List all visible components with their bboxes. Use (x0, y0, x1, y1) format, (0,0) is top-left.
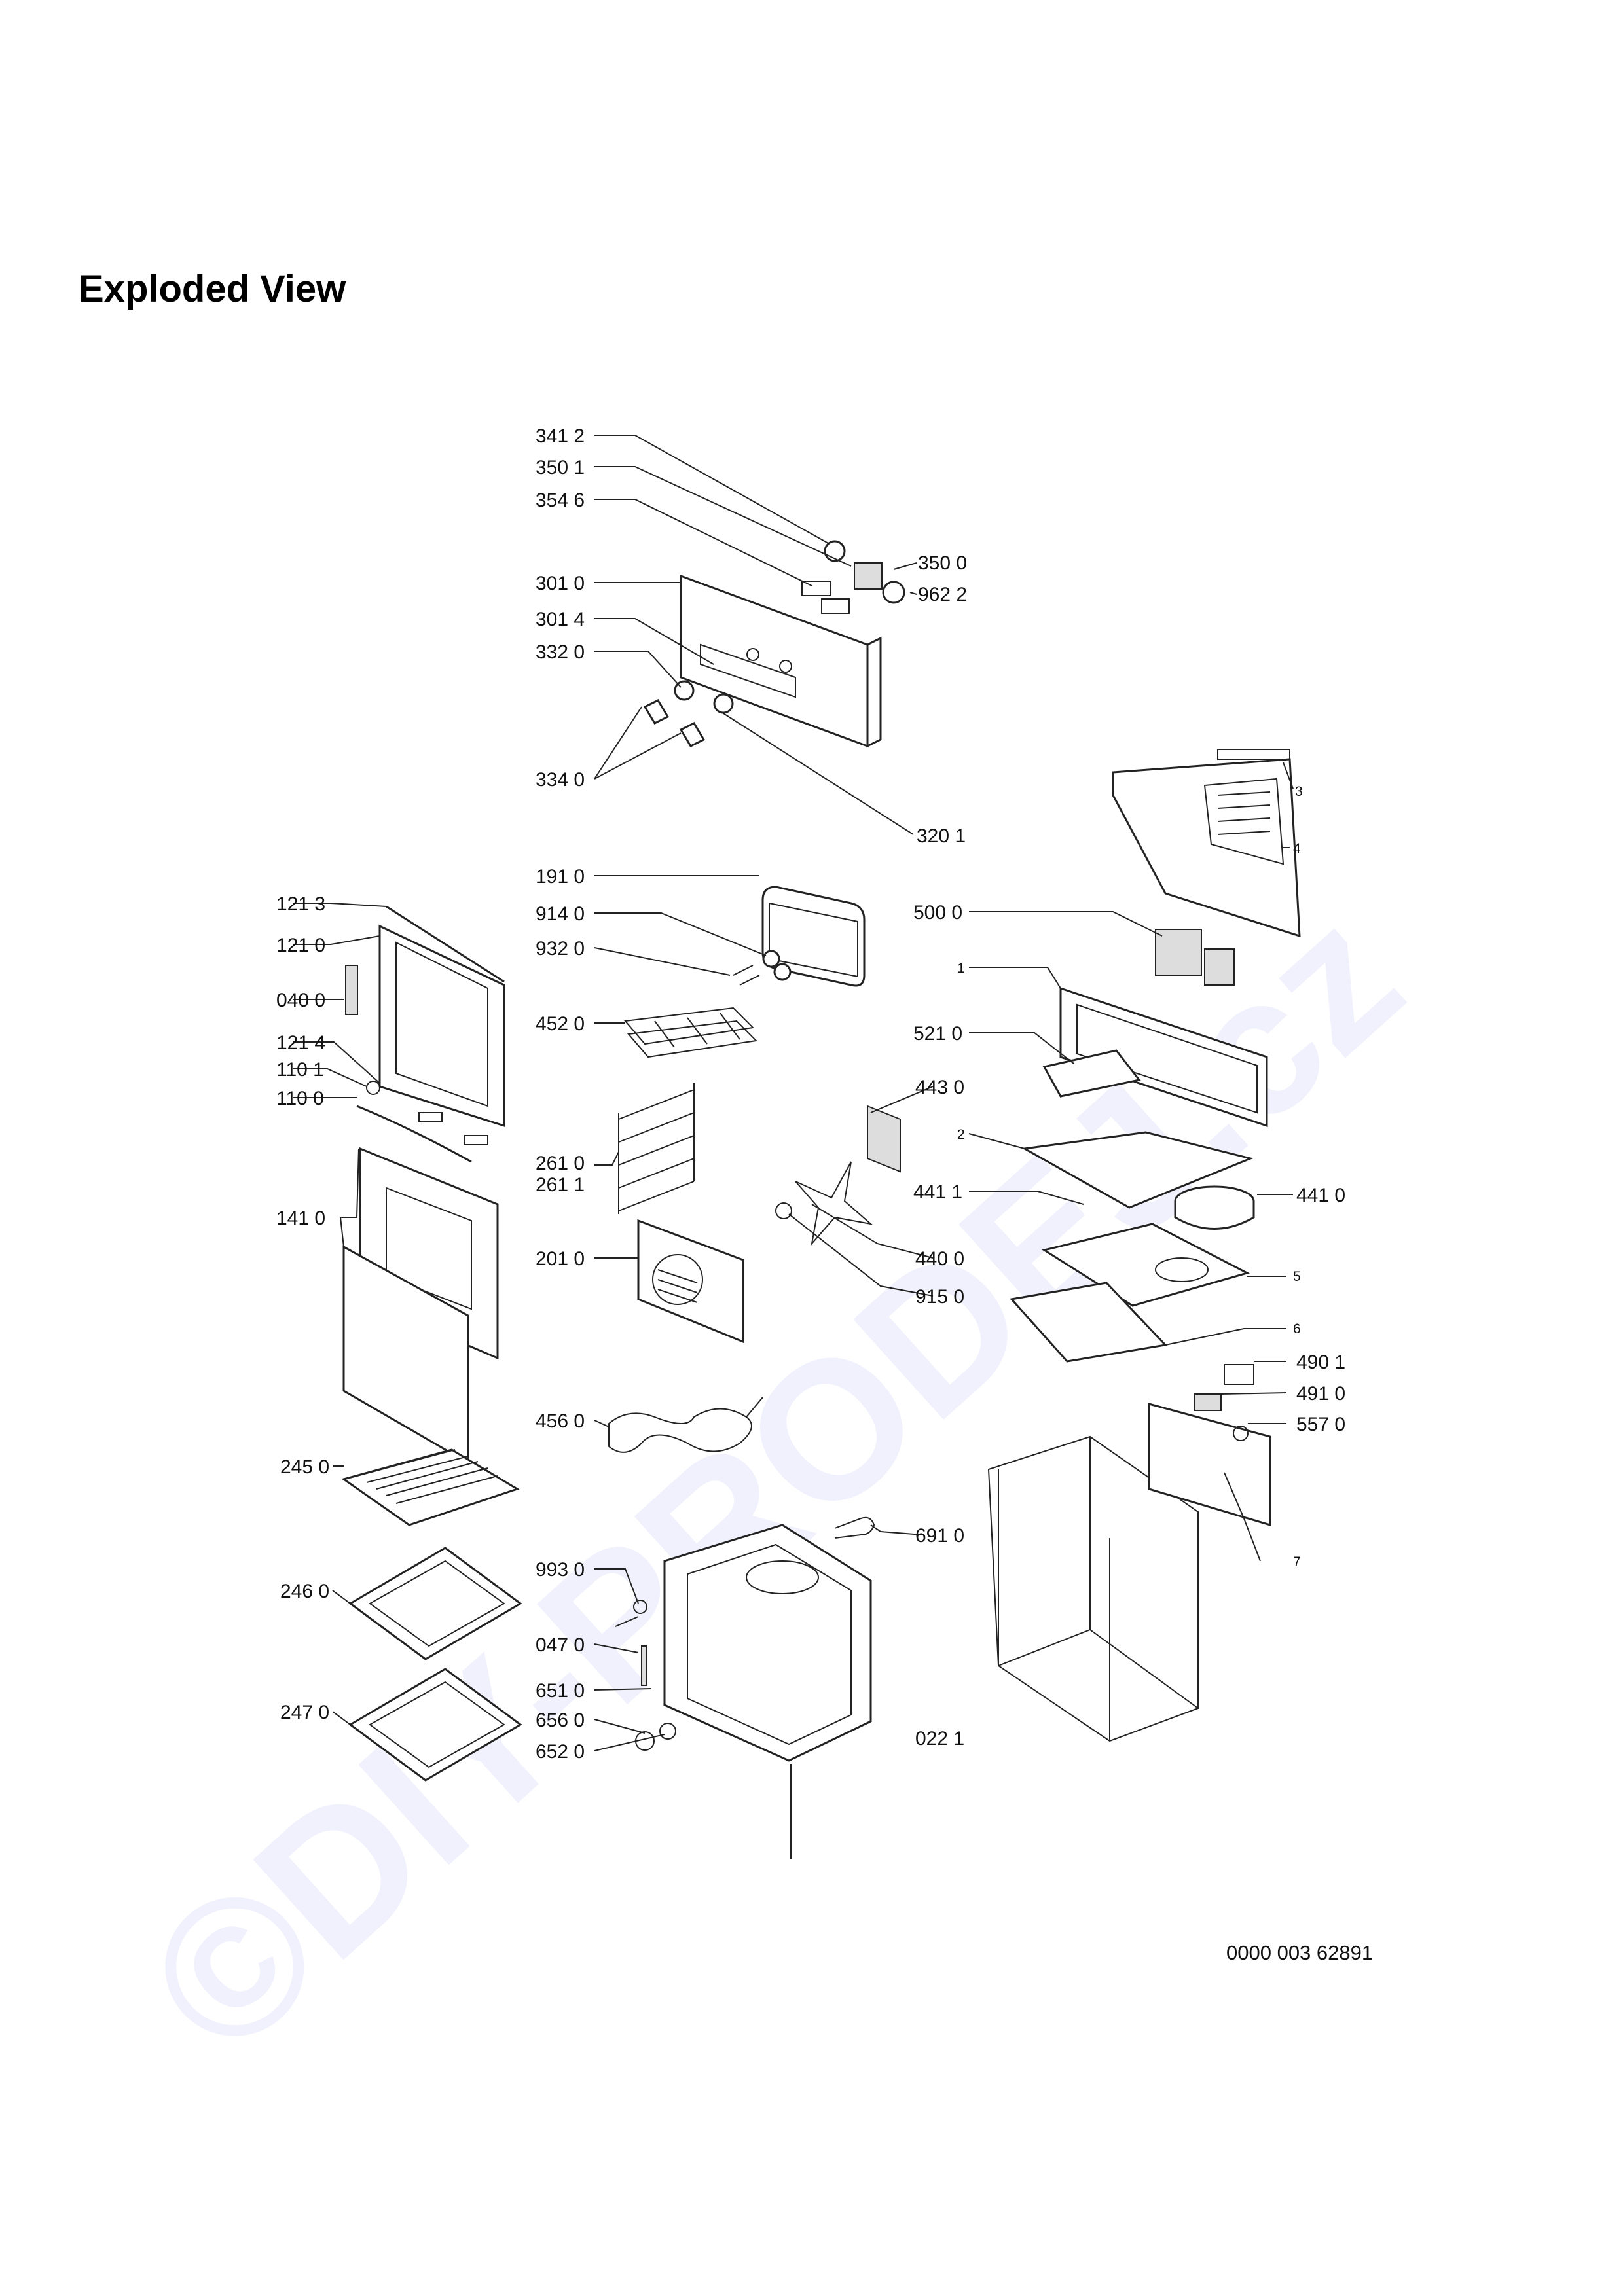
part-label: 962 2 (918, 584, 967, 605)
part-label: 932 0 (536, 938, 585, 960)
part-label: 191 0 (536, 866, 585, 888)
part-label: 121 4 (276, 1032, 325, 1054)
part-label: 441 1 (913, 1181, 962, 1203)
part-label: 915 0 (915, 1286, 964, 1308)
part-label: 443 0 (915, 1077, 964, 1098)
part-label: 110 1 (276, 1059, 324, 1081)
door-glass (342, 1147, 499, 1465)
part-label: 245 0 (280, 1456, 329, 1478)
part-labels: 341 2 350 1 354 6 350 0 962 2 301 0 301 … (276, 425, 1345, 1763)
part-label: 557 0 (1296, 1414, 1345, 1435)
part-label: 110 0 (276, 1088, 324, 1109)
part-label: 022 1 (915, 1728, 964, 1749)
part-label: 441 0 (1296, 1185, 1345, 1206)
document-number: 0000 003 62891 (1226, 1941, 1374, 1964)
part-label: 350 1 (536, 457, 585, 478)
part-label: 651 0 (536, 1680, 585, 1702)
part-label: 914 0 (536, 903, 585, 925)
oven-cavity (663, 1524, 872, 1859)
part-label: 440 0 (915, 1248, 964, 1270)
part-label: 247 0 (280, 1702, 329, 1723)
part-label: 261 0 (536, 1153, 585, 1174)
part-label: 3 (1295, 784, 1303, 799)
part-label: 691 0 (915, 1525, 964, 1547)
side-grid (618, 1083, 695, 1214)
baking-tray (348, 1547, 522, 1660)
lamp-parts (733, 950, 792, 986)
part-label: 656 0 (536, 1710, 585, 1731)
part-label: 500 0 (913, 902, 962, 924)
part-label: 5 (1293, 1269, 1301, 1284)
part-label: 1 (957, 961, 965, 976)
air-duct (1021, 1131, 1255, 1230)
shelf-rack (624, 1007, 758, 1058)
control-panel (680, 574, 882, 748)
part-label: 452 0 (536, 1013, 585, 1035)
rear-frame (1112, 749, 1301, 938)
base-plates (1010, 1223, 1250, 1363)
part-label: 491 0 (1296, 1383, 1345, 1405)
part-label: 301 4 (536, 609, 585, 630)
heating-element (608, 1397, 763, 1453)
part-label: 341 2 (536, 425, 585, 447)
part-label: 993 0 (536, 1559, 585, 1581)
fan-cover (637, 1219, 744, 1344)
part-label: 047 0 (536, 1634, 585, 1656)
part-label: 320 1 (917, 825, 966, 847)
part-label: 490 1 (1296, 1352, 1345, 1373)
deep-tray (348, 1668, 522, 1782)
housing-frame (987, 1403, 1271, 1742)
part-label: 334 0 (536, 769, 585, 791)
top-controls (801, 540, 905, 614)
leader-lines (293, 435, 1294, 1751)
control-housing (1059, 929, 1268, 1128)
part-label: 201 0 (536, 1248, 585, 1270)
part-label: 521 0 (913, 1023, 962, 1045)
part-label: 4 (1293, 841, 1301, 856)
part-label: 301 0 (536, 573, 585, 594)
part-label: 350 0 (918, 552, 967, 574)
terminal-parts (1194, 1364, 1254, 1441)
part-label: 332 0 (536, 641, 585, 663)
door-hinge (345, 965, 358, 1015)
door-frame (378, 905, 505, 1128)
part-label: 6 (1293, 1321, 1301, 1336)
part-label: 121 0 (276, 935, 325, 956)
part-label: 354 6 (536, 490, 585, 511)
door-handle (356, 1081, 488, 1163)
relay-box (1042, 1049, 1141, 1098)
part-label: 261 1 (536, 1174, 585, 1196)
small-fittings (615, 1516, 875, 1751)
part-label: 040 0 (276, 990, 325, 1011)
part-label: 456 0 (536, 1410, 585, 1432)
part-label: 141 0 (276, 1208, 325, 1229)
part-label: 2 (957, 1127, 965, 1142)
fan-motor (775, 1105, 901, 1246)
part-label: 652 0 (536, 1741, 585, 1763)
part-label: 7 (1293, 1554, 1301, 1570)
oven-rack (341, 1448, 520, 1526)
part-label: 246 0 (280, 1581, 329, 1602)
part-label: 121 3 (276, 893, 325, 915)
page-title: Exploded View (79, 268, 346, 310)
